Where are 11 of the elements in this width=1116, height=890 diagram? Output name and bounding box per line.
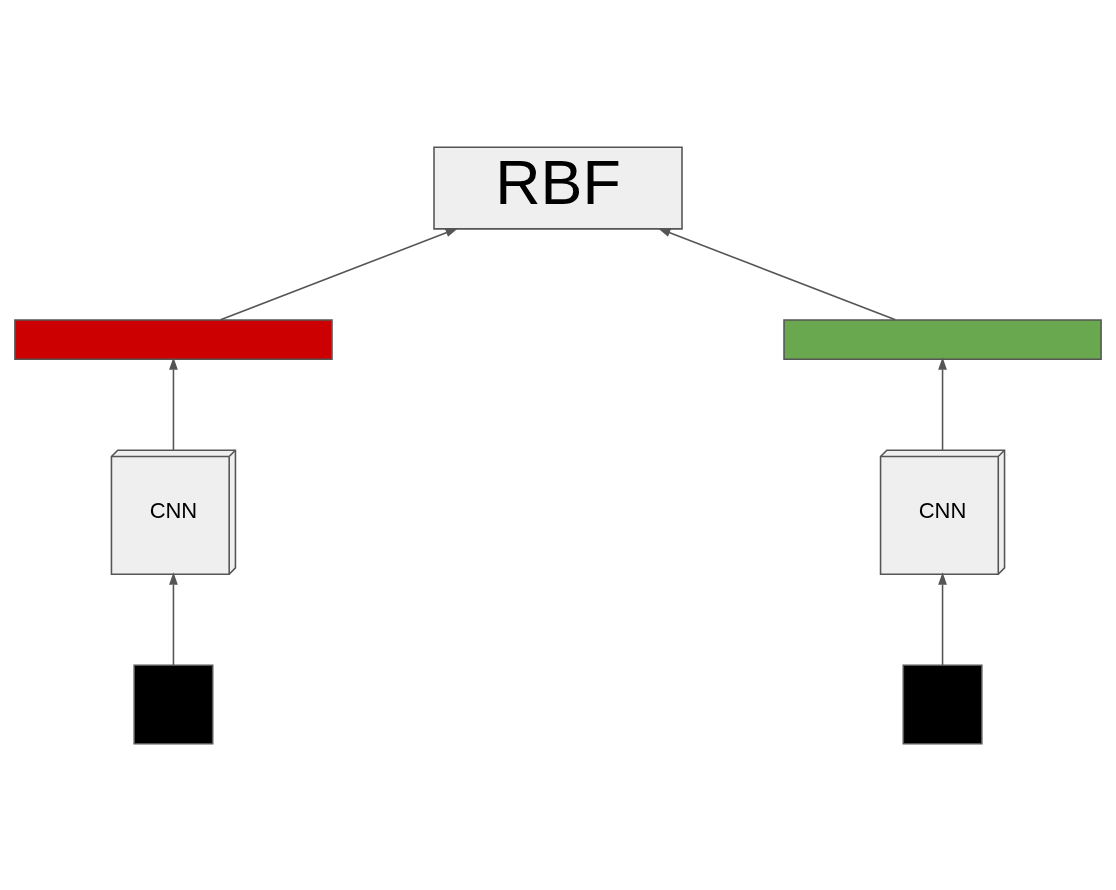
arrow: [657, 227, 897, 321]
node-box: RBF: [433, 146, 683, 230]
arrow: [169, 571, 178, 666]
node-bar: [783, 318, 1102, 360]
arrow: [169, 356, 178, 451]
node-box: [133, 663, 214, 744]
arrow: [938, 356, 947, 451]
arrow: [938, 571, 947, 666]
node-box: [902, 663, 983, 744]
arrow: [219, 227, 459, 321]
node-bar: [14, 318, 333, 360]
